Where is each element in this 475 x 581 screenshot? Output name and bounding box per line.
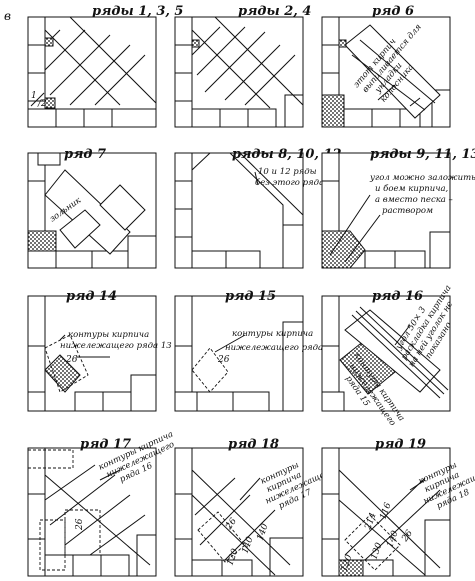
note-line-2: и боем кирпича, — [375, 183, 449, 194]
panel-row-17: ряд 17 контуры кирпича нижележащего ряда… — [27, 429, 176, 577]
brick — [27, 108, 57, 128]
dim-26: 26 — [75, 518, 85, 531]
panel-label: ряды 2, 4 — [238, 4, 311, 19]
panel-outline — [174, 152, 304, 269]
panel-row-15: ряд 15 контуры кирпича нижележащего ряда… — [174, 289, 337, 412]
note-line-3: а вместо песка – — [375, 195, 453, 205]
panel-rows-8-10-12: ряды 8, 10, 12 10 и 12 ряды без этого ря… — [174, 147, 342, 269]
panel-label: ряд 16 — [372, 289, 423, 304]
note-line-1: контуры кирпича — [68, 330, 149, 340]
panel-label: ряд 6 — [372, 4, 414, 19]
panel-rows-9-11-13: ряды 9, 11, 13 угол можно заложить и бое… — [321, 147, 475, 269]
panel-row-18: ряд 18 контуры кирпича нижележащего ряда… — [174, 437, 335, 577]
brick — [27, 44, 46, 74]
panel-row-19: ряд 19 контуры кирпича нижележащего ряда… — [321, 437, 475, 577]
note-line-2: нижележащего ряда 13 — [60, 341, 172, 351]
panel-row-6: ряд 6 этот кирпич выпиливается для уклад… — [321, 4, 451, 128]
panel-label: ряд 18 — [228, 437, 279, 452]
brick — [111, 108, 157, 128]
note-line-4: раствором — [382, 206, 433, 216]
panel-label: ряды 9, 11, 13 — [370, 147, 475, 162]
figure-letter: в — [4, 9, 11, 23]
note-line-1: 10 и 12 ряды — [258, 167, 317, 177]
panel-label: ряд 14 — [66, 289, 117, 304]
panel-label: ряд 7 — [64, 147, 106, 162]
note-line-1: угол можно заложить — [369, 173, 475, 183]
panel-label: ряд 17 — [80, 437, 131, 452]
brick — [55, 108, 85, 128]
panel-row-14: ряд 14 контуры кирпича нижележащего ряда… — [27, 289, 172, 412]
panel-label: ряд 15 — [225, 289, 276, 304]
panel-rows-1-3-5: 1 /2 ряды 1, 3, 5 — [27, 4, 183, 128]
note-line-2: нижележащего ряда 14 — [225, 343, 337, 353]
dim-26: 26 — [65, 355, 78, 365]
note-1: 1 — [31, 91, 37, 101]
panel-row-16: ряд 16 угол 50× 3 раскладка кирпича на н… — [321, 283, 455, 428]
note-line-2: без этого ряда — [255, 177, 324, 188]
brick — [83, 108, 113, 128]
note-2: /2 — [37, 99, 47, 109]
brick — [27, 16, 46, 46]
dim-26: 26 — [217, 355, 230, 365]
panel-label: ряд 19 — [375, 437, 426, 452]
note-line-1: контуры кирпича — [232, 329, 313, 339]
panel-rows-2-4: ряды 2, 4 — [174, 4, 311, 128]
panel-row-7: ряд 7 зольник — [27, 147, 157, 269]
panel-label: ряды 1, 3, 5 — [92, 4, 183, 19]
panel-label: ряды 8, 10, 12 — [232, 147, 342, 162]
